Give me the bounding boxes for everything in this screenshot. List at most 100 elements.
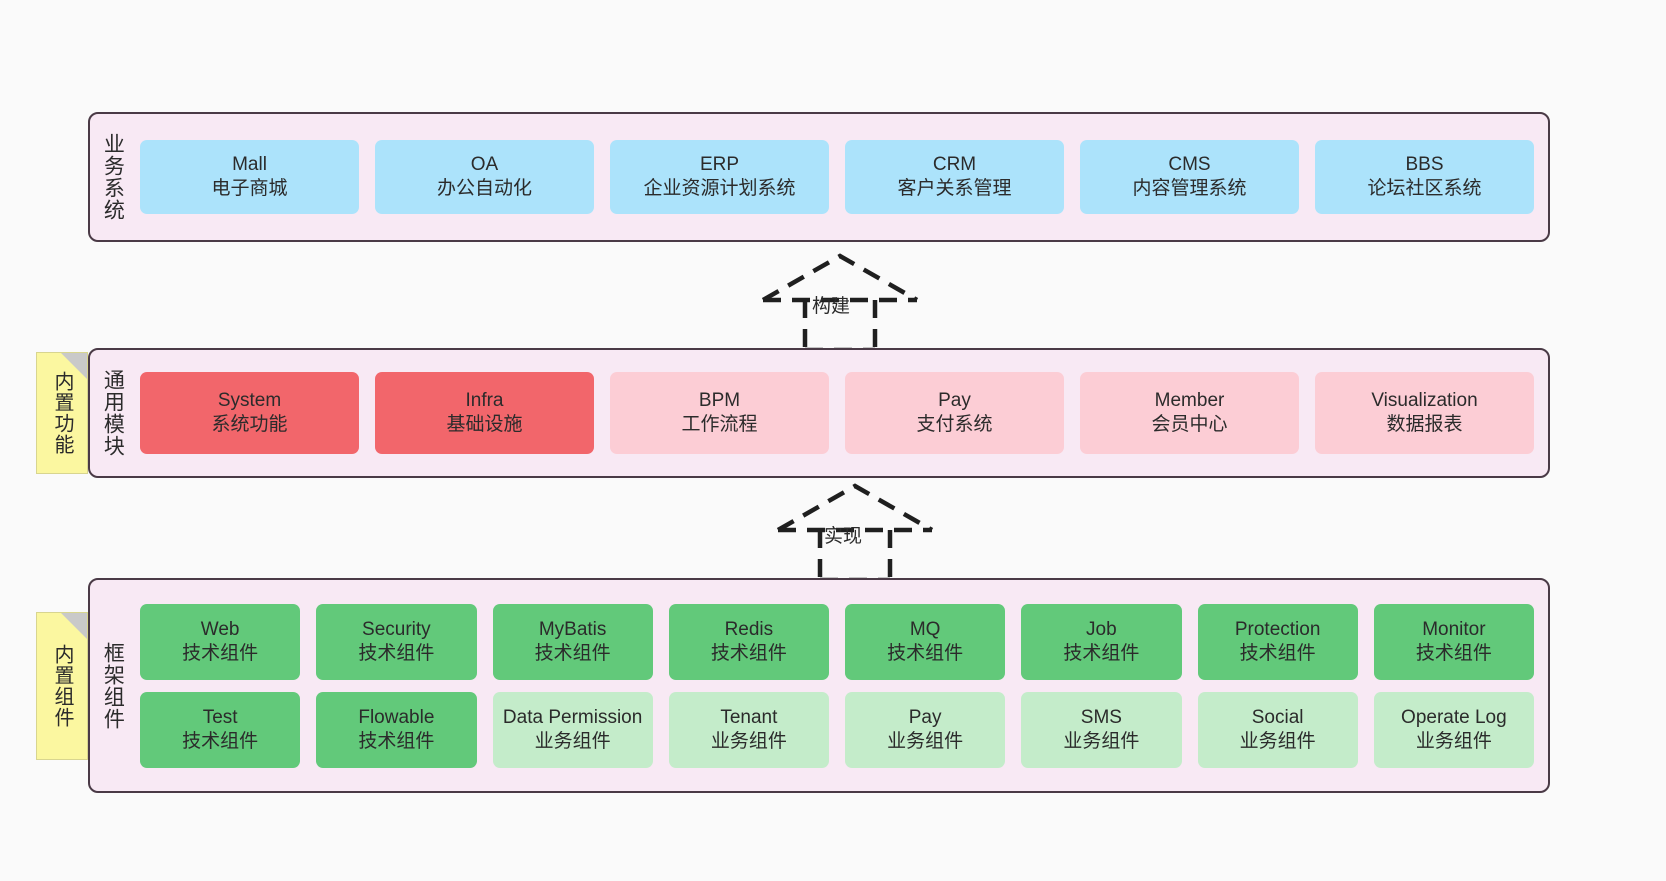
row: System 系统功能 Infra 基础设施 BPM 工作流程 Pay 支付系统… <box>140 372 1534 454</box>
node-title: CRM <box>932 154 977 176</box>
node-title: Redis <box>724 618 774 640</box>
node-pay-component[interactable]: Pay 业务组件 <box>845 691 1006 768</box>
node-subtitle: 工作流程 <box>681 414 758 435</box>
node-cms[interactable]: CMS 内容管理系统 <box>1080 140 1299 214</box>
layer-title-modules: 通用模块 <box>101 369 125 457</box>
node-data-permission[interactable]: Data Permission 业务组件 <box>492 691 653 768</box>
node-bbs[interactable]: BBS 论坛社区系统 <box>1315 140 1534 214</box>
node-title: MQ <box>909 618 941 640</box>
row: Mall 电子商城 OA 办公自动化 ERP 企业资源计划系统 CRM 客户关系… <box>140 140 1534 214</box>
row: Web 技术组件 Security 技术组件 MyBatis 技术组件 Redi… <box>140 603 1534 680</box>
node-visualization[interactable]: Visualization 数据报表 <box>1315 372 1534 454</box>
node-member[interactable]: Member 会员中心 <box>1080 372 1299 454</box>
node-subtitle: 技术组件 <box>1239 642 1316 664</box>
node-title: Security <box>362 618 431 640</box>
node-title: Test <box>202 706 238 728</box>
node-title: SMS <box>1080 706 1122 728</box>
row: Test 技术组件 Flowable 技术组件 Data Permission … <box>140 691 1534 768</box>
node-subtitle: 技术组件 <box>710 642 787 664</box>
node-subtitle: 企业资源计划系统 <box>643 178 796 199</box>
layer-body-business: Mall 电子商城 OA 办公自动化 ERP 企业资源计划系统 CRM 客户关系… <box>134 114 1548 240</box>
node-title: Flowable <box>358 706 435 728</box>
node-title: CMS <box>1168 154 1211 176</box>
layer-business-systems: 业务系统 Mall 电子商城 OA 办公自动化 ERP 企业资源计划系统 CRM… <box>88 112 1550 242</box>
node-subtitle: 业务组件 <box>1239 730 1316 752</box>
note-fold-icon <box>61 353 87 379</box>
node-title: Member <box>1154 390 1225 412</box>
layer-body-framework: Web 技术组件 Security 技术组件 MyBatis 技术组件 Redi… <box>134 580 1548 791</box>
node-title: ERP <box>699 154 740 176</box>
layer-body-modules: System 系统功能 Infra 基础设施 BPM 工作流程 Pay 支付系统… <box>134 350 1548 476</box>
node-erp[interactable]: ERP 企业资源计划系统 <box>610 140 829 214</box>
node-title: BBS <box>1405 154 1444 176</box>
node-security[interactable]: Security 技术组件 <box>316 603 477 680</box>
node-subtitle: 技术组件 <box>1063 642 1140 664</box>
node-monitor[interactable]: Monitor 技术组件 <box>1373 603 1534 680</box>
node-redis[interactable]: Redis 技术组件 <box>668 603 829 680</box>
node-subtitle: 业务组件 <box>710 730 787 752</box>
layer-framework-components: 框架组件 Web 技术组件 Security 技术组件 MyBatis 技术组件… <box>88 578 1550 793</box>
node-mall[interactable]: Mall 电子商城 <box>140 140 359 214</box>
node-infra[interactable]: Infra 基础设施 <box>375 372 594 454</box>
note-builtin-features: 内置功能 <box>36 352 88 474</box>
node-title: Tenant <box>720 706 778 728</box>
node-system[interactable]: System 系统功能 <box>140 372 359 454</box>
note-builtin-components: 内置组件 <box>36 612 88 760</box>
node-title: MyBatis <box>538 618 607 640</box>
node-social[interactable]: Social 业务组件 <box>1197 691 1358 768</box>
node-subtitle: 内容管理系统 <box>1132 178 1247 199</box>
node-subtitle: 数据报表 <box>1386 414 1463 435</box>
node-mybatis[interactable]: MyBatis 技术组件 <box>492 603 653 680</box>
node-title: Infra <box>465 390 504 412</box>
node-job[interactable]: Job 技术组件 <box>1021 603 1182 680</box>
node-oa[interactable]: OA 办公自动化 <box>375 140 594 214</box>
node-subtitle: 业务组件 <box>887 730 964 752</box>
node-title: Visualization <box>1371 390 1478 412</box>
node-subtitle: 技术组件 <box>358 730 435 752</box>
node-bpm[interactable]: BPM 工作流程 <box>610 372 829 454</box>
node-mq[interactable]: MQ 技术组件 <box>845 603 1006 680</box>
node-subtitle: 支付系统 <box>916 414 993 435</box>
node-sms[interactable]: SMS 业务组件 <box>1021 691 1182 768</box>
node-subtitle: 技术组件 <box>358 642 435 664</box>
node-flowable[interactable]: Flowable 技术组件 <box>316 691 477 768</box>
connector-label-build: 构建 <box>812 296 851 317</box>
node-subtitle: 电子商城 <box>211 178 288 199</box>
layer-title-business: 业务系统 <box>101 133 125 221</box>
node-subtitle: 系统功能 <box>211 414 288 435</box>
node-web[interactable]: Web 技术组件 <box>140 603 301 680</box>
node-title: Web <box>200 618 240 640</box>
node-subtitle: 技术组件 <box>534 642 611 664</box>
node-tenant[interactable]: Tenant 业务组件 <box>668 691 829 768</box>
node-title: Protection <box>1234 618 1321 640</box>
note-label: 内置功能 <box>51 371 73 455</box>
node-title: Job <box>1086 618 1117 640</box>
node-crm[interactable]: CRM 客户关系管理 <box>845 140 1064 214</box>
node-test[interactable]: Test 技术组件 <box>140 691 301 768</box>
note-label: 内置组件 <box>51 644 73 728</box>
layer-common-modules: 通用模块 System 系统功能 Infra 基础设施 BPM 工作流程 Pay… <box>88 348 1550 478</box>
node-subtitle: 业务组件 <box>1415 730 1492 752</box>
node-subtitle: 业务组件 <box>1063 730 1140 752</box>
node-subtitle: 技术组件 <box>182 642 259 664</box>
node-subtitle: 技术组件 <box>887 642 964 664</box>
node-operate-log[interactable]: Operate Log 业务组件 <box>1373 691 1534 768</box>
layer-title-framework: 框架组件 <box>101 641 125 730</box>
node-title: Monitor <box>1422 618 1486 640</box>
node-subtitle: 办公自动化 <box>436 178 532 199</box>
node-title: Mall <box>232 154 267 176</box>
node-subtitle: 基础设施 <box>446 414 523 435</box>
node-subtitle: 业务组件 <box>534 730 611 752</box>
node-title: Operate Log <box>1401 706 1507 728</box>
node-subtitle: 客户关系管理 <box>897 178 1012 199</box>
node-subtitle: 技术组件 <box>1415 642 1492 664</box>
node-title: Social <box>1251 706 1304 728</box>
note-fold-icon <box>61 613 87 639</box>
node-subtitle: 会员中心 <box>1151 414 1228 435</box>
node-subtitle: 论坛社区系统 <box>1367 178 1482 199</box>
node-title: OA <box>470 154 499 176</box>
node-title: Data Permission <box>502 706 643 728</box>
node-protection[interactable]: Protection 技术组件 <box>1197 603 1358 680</box>
node-pay-module[interactable]: Pay 支付系统 <box>845 372 1064 454</box>
node-title: BPM <box>698 390 741 412</box>
